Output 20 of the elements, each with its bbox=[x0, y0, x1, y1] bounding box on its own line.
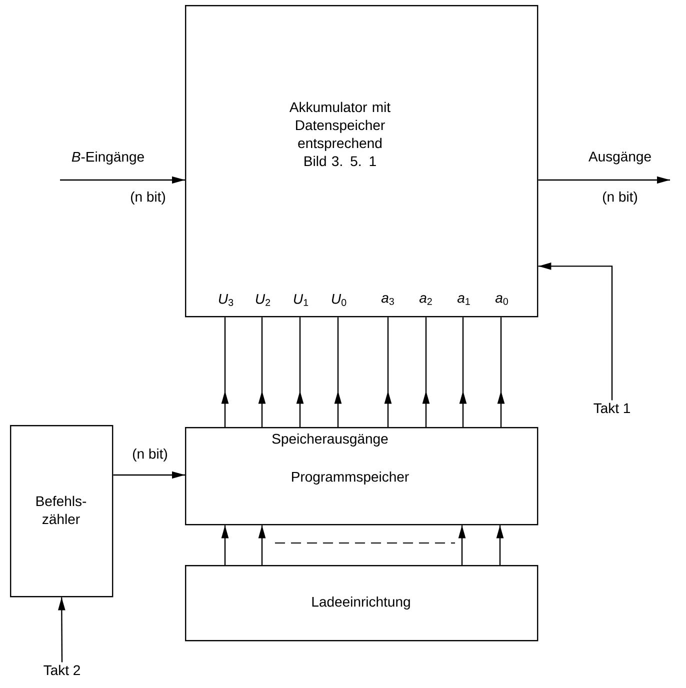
pin-label: U$_{2}$ bbox=[256, 294, 270, 306]
memory-box: Speicherausgänge Programmspeicher bbox=[185, 427, 538, 526]
pin-label: a$_{3}$ bbox=[381, 295, 394, 305]
loader-box: Ladeeinrichtung bbox=[185, 565, 538, 642]
arrow bbox=[58, 597, 66, 662]
pin-label: U$_{3}$ bbox=[219, 294, 234, 306]
pin-label: U$_{1}$ bbox=[294, 294, 308, 306]
pin-label: a$_{2}$ bbox=[419, 295, 432, 305]
bus-width-label: (n bit) bbox=[130, 191, 165, 205]
edge-label: B-Eingänge bbox=[72, 151, 144, 165]
edge-label: (n bit) bbox=[132, 448, 167, 462]
clock-label: Takt 1 bbox=[594, 402, 630, 414]
arrow bbox=[538, 262, 613, 400]
bus-width-label: (n bit) bbox=[602, 191, 638, 205]
clock-label: Takt 2 bbox=[44, 664, 80, 676]
pin-label: U$_{0}$ bbox=[332, 294, 346, 306]
counter-box: Befehls- zähler bbox=[10, 425, 114, 598]
pin-label: a$_{1}$ bbox=[457, 295, 470, 305]
edge-label: Ausgänge bbox=[588, 152, 651, 164]
pin-label: a$_{0}$ bbox=[495, 295, 508, 305]
